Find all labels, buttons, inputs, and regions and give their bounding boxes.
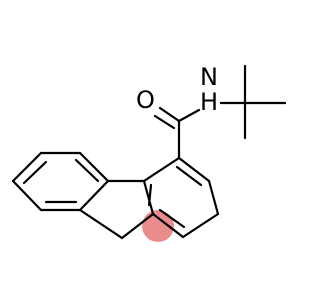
left-benzene-ring (11, 151, 110, 212)
highlight-atom (142, 210, 174, 242)
nitrogen-hydrogen-label: H (200, 88, 218, 116)
oxygen-label: O (136, 86, 155, 114)
amide-group (153, 106, 201, 160)
tert-butyl-group (219, 64, 287, 140)
nitrogen-label: N (200, 63, 218, 91)
molecule-structure: O N H (11, 63, 287, 242)
five-membered-ring (78, 179, 155, 240)
right-benzene-ring (142, 156, 220, 239)
